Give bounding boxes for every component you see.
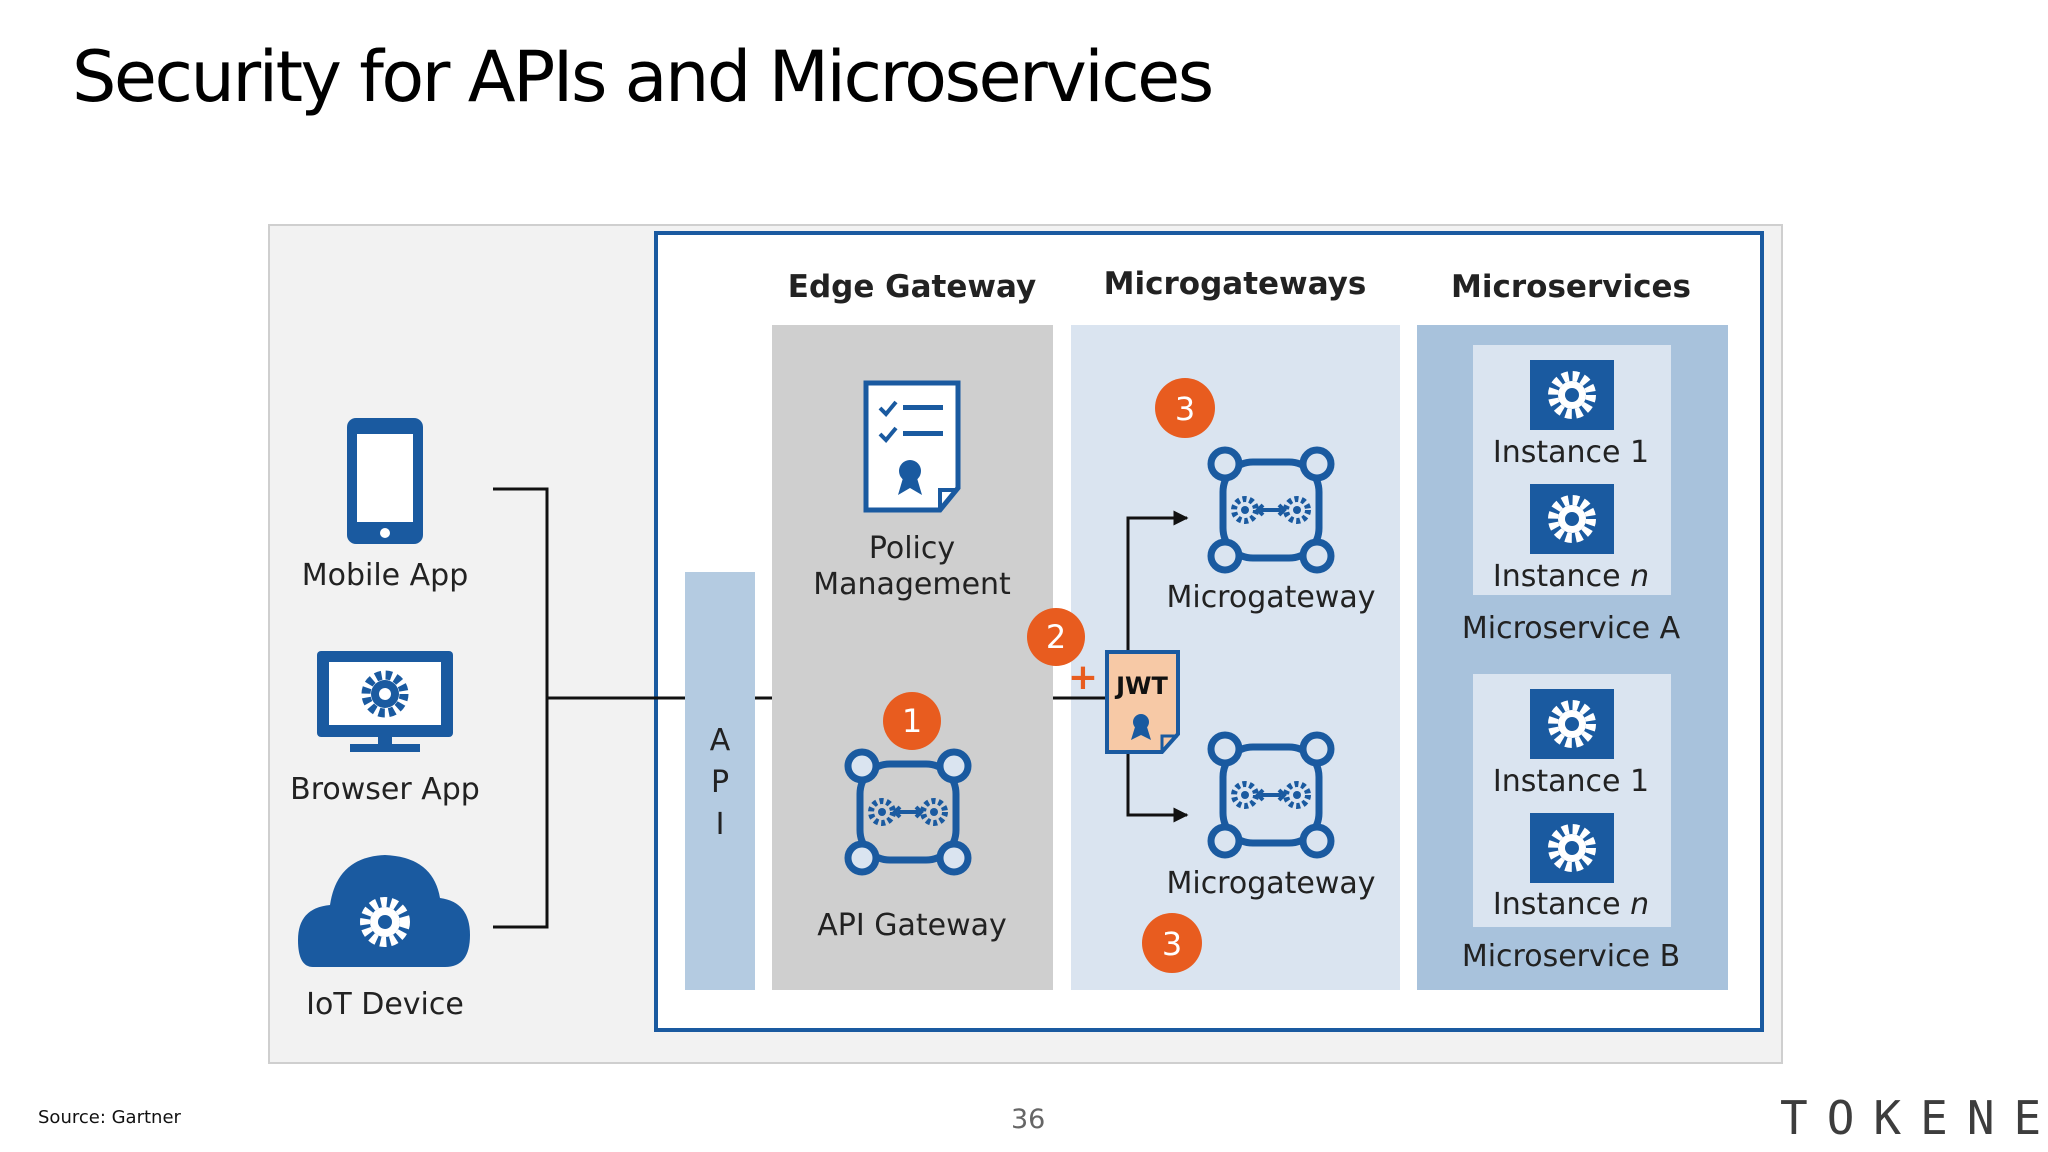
- gear-icon: [1530, 484, 1614, 554]
- jwt-label: JWT: [1114, 672, 1168, 700]
- microgateways-heading: Microgateways: [1104, 266, 1367, 302]
- instance-label: Instance 1: [1493, 435, 1649, 470]
- brand-logo: TOKENEX: [1780, 1091, 2048, 1145]
- api-letter: P: [711, 765, 729, 800]
- client-label-iot: IoT Device: [306, 987, 464, 1022]
- policy-document-icon: [863, 380, 961, 513]
- token-route: [1053, 510, 1189, 823]
- slide-title: Security for APIs and Microservices: [72, 36, 1214, 118]
- policy-management-label: Policy: [869, 531, 955, 566]
- step-badge-number: 3: [1175, 390, 1195, 428]
- step-badge: [1027, 608, 1085, 666]
- api-bar: [685, 572, 755, 990]
- gear-icon: [1530, 360, 1614, 430]
- step-badge: [1142, 913, 1202, 973]
- microgateway-label: Microgateway: [1166, 866, 1375, 901]
- client-connector: [493, 487, 772, 929]
- monitor-gear-icon: [317, 651, 453, 752]
- instance-label: Instance n: [1493, 887, 1649, 922]
- client-label-browser: Browser App: [290, 772, 480, 807]
- page-number: 36: [1011, 1104, 1046, 1135]
- cloud-gear-icon: [298, 855, 470, 967]
- gear-icon: [1530, 689, 1614, 759]
- step-badge-number: 1: [902, 702, 922, 740]
- step-badge: [1155, 378, 1215, 438]
- step-badge-number: 3: [1162, 925, 1182, 963]
- step-badge: [883, 692, 941, 750]
- api-gateway-label: API Gateway: [817, 908, 1007, 943]
- microservice-b-label: Microservice B: [1462, 939, 1680, 974]
- gear-icon: [1530, 813, 1614, 883]
- microservices-heading: Microservices: [1451, 269, 1691, 305]
- api-letter: I: [716, 807, 725, 842]
- client-label-mobile: Mobile App: [302, 558, 469, 593]
- microservice-a-label: Microservice A: [1462, 611, 1681, 646]
- source-note: Source: Gartner: [38, 1107, 181, 1128]
- step-badge-number: 2: [1046, 618, 1066, 656]
- api-letter: A: [710, 723, 731, 758]
- edge-gateway-heading: Edge Gateway: [788, 269, 1036, 305]
- plus-sign: +: [1068, 657, 1098, 698]
- jwt-token-icon: [1105, 650, 1180, 754]
- instance-label: Instance n: [1493, 559, 1649, 594]
- mobile-phone-icon: [347, 418, 423, 544]
- microgateway-label: Microgateway: [1166, 580, 1375, 615]
- instance-label: Instance 1: [1493, 764, 1649, 799]
- policy-management-label: Management: [813, 567, 1011, 602]
